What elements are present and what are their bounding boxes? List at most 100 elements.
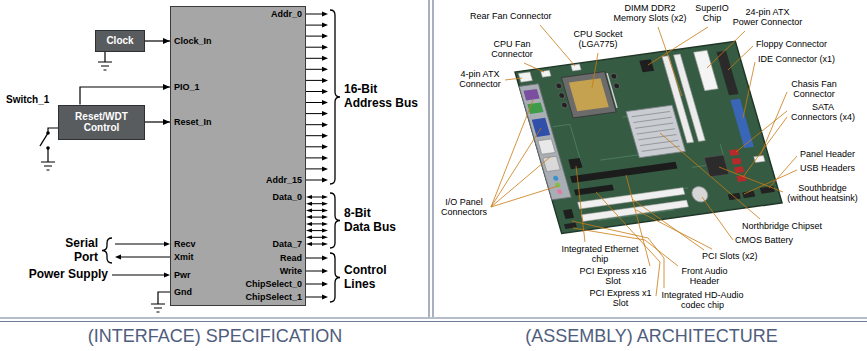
audio-jack [557,189,563,194]
leader-line [719,167,783,192]
bus-arrowheads [322,12,328,183]
leader-line [728,46,753,70]
bus-lines [306,14,322,180]
panel-caption: (INTERFACE) SPECIFICATION [0,326,430,347]
panel-divider [428,0,429,317]
pin-label: Data_7 [272,239,302,249]
pin-label: Reset_In [174,117,212,127]
leader-line [524,63,544,72]
leader-line [592,53,598,88]
heatsink-fins [632,111,680,151]
part-label: Northbridge Chipset [742,222,822,232]
part-label: PCI Slots (x2) [702,252,758,262]
bus-lines [312,197,322,244]
leader-line [736,111,787,152]
capacitor [555,83,562,90]
bus-label: 8-Bit Data Bus [344,207,398,235]
leader-line [505,78,522,80]
sata-connector [734,166,744,173]
leader-line [760,92,787,156]
audio-jack [553,176,559,181]
cmos-battery [690,186,710,204]
part-label: USB Headers [800,164,855,174]
sata-connector [731,158,741,165]
pin-label: ChipSelect_0 [245,279,302,289]
pin-label: Clock_In [174,36,212,46]
leader-line [660,133,760,219]
pin-label: PIO_1 [174,82,200,92]
bus-arrowheads [306,195,312,246]
southbridge-chip [704,155,729,177]
part-label: Integrated Ethernet chip [560,245,640,265]
ground-symbol [41,162,55,170]
arrowhead [115,255,121,260]
pcie-x16-slot [570,162,677,183]
ps2-port [523,89,539,100]
socket-lever [607,73,617,108]
lan-port [543,156,560,171]
capacitor [613,83,620,90]
pin-label: Gnd [174,287,192,297]
bus-label: 16-Bit Address Bus [344,83,422,111]
pin-label: ChipSelect_1 [245,292,302,302]
leader-line [576,166,585,242]
part-label: PCI Express x1 Slot [588,289,653,309]
fan-connector [754,155,765,162]
part-label: Southbridge (without heatsink) [786,184,859,204]
bus-arrowheads [322,256,328,300]
switch-contact [46,131,50,135]
motherboard-illustration [515,41,782,233]
control-box: Reset/WDT Control [58,105,145,140]
part-label: Floppy Connector [756,40,827,50]
brace [102,238,112,263]
pin-label: Addr_0 [271,9,302,19]
leader-line [707,31,745,68]
leader-line [658,27,682,96]
leader-line [648,27,708,65]
pin-label: Recv [174,239,196,249]
part-label: 4-pin ATX Connector [458,70,502,90]
leader-line [540,25,575,66]
vga-port [532,118,550,137]
floppy-connector [716,51,738,96]
cpu-socket [561,72,616,118]
switch-label: Switch_1 [6,94,49,106]
leader-lines [491,25,797,296]
bus-label: Control Lines [344,264,394,292]
box-label: Clock [106,35,133,47]
panel-divider [432,0,433,317]
io-panel [519,84,571,200]
part-label: SuperIO Chip [694,4,730,24]
circuit-board [515,41,782,233]
ground-symbol [98,62,112,70]
socket-contacts [569,78,609,111]
part-label: 24-pin ATX Power Connector [732,8,803,28]
atx-4pin-connector [518,72,532,82]
part-label: CPU Fan Connector [490,40,534,60]
part-label: IDE Connector (x1) [758,55,835,65]
pin-label: Pwr [174,270,191,280]
leader-line [702,197,733,240]
northbridge-heatsink [626,105,685,158]
caption-rule [0,321,867,322]
supply-label: Power Supply [28,268,108,282]
brace [330,193,340,248]
atx-power-connector [694,50,719,90]
clock-box: Clock [95,30,145,52]
part-label: PCI Express x16 Slot [578,267,648,287]
signal-wire [121,256,170,257]
audio-codec-chip [563,209,574,219]
caption-rule [0,317,867,318]
box-label: Reset/WDT Control [65,111,139,134]
pin-label: Data_0 [272,192,302,202]
part-label: Panel Header [800,150,855,160]
chip-body: Clock_InPIO_1Reset_InRecvXmitPwrGndAddr_… [170,6,306,306]
capacitor [561,102,568,109]
capacitor [558,92,565,99]
part-label: Chasis Fan Connector [790,80,838,100]
part-label: Rear Fan Connector [470,12,552,22]
ethernet-chip [568,158,582,169]
leader-line [491,100,558,207]
sata-connector [729,149,739,156]
